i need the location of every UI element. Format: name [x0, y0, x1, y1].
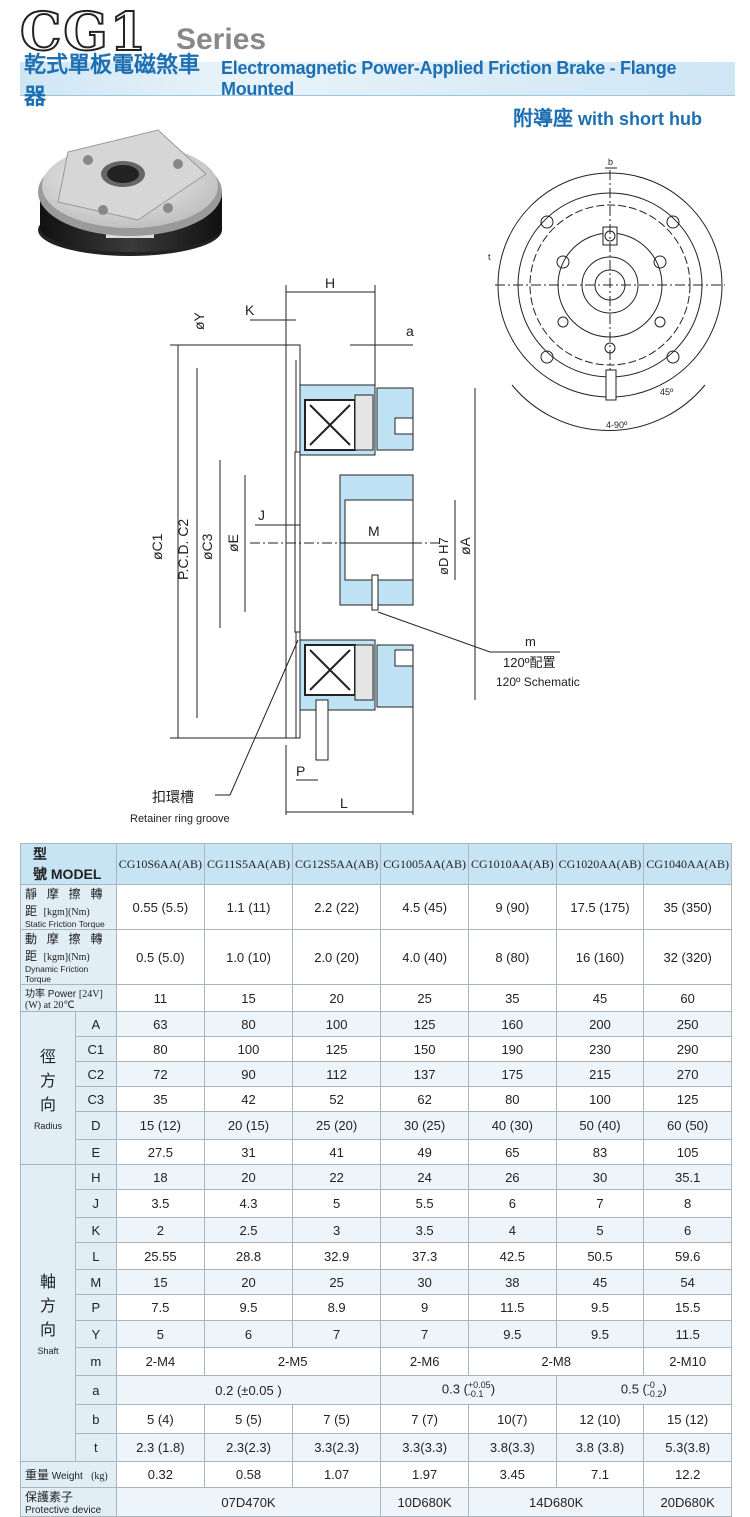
svg-text:øD H7: øD H7: [436, 537, 451, 575]
static-torque-label: 靜 摩 擦 轉 距 [kgm](Nm) Static Friction Torq…: [20, 884, 117, 930]
svg-text:a: a: [406, 323, 414, 339]
product-photo: [38, 129, 222, 256]
model-4: CG1005AA(AB): [380, 843, 469, 885]
dimension-drawing: H K a øC1 P.C.D. C2 øC3 øE J M øD H7 øA …: [130, 157, 725, 825]
title-en: Electromagnetic Power-Applied Friction B…: [221, 57, 677, 99]
row-b: b 5 (4)5 (5)7 (5)7 (7)10(7)12 (10)15 (12…: [21, 1404, 732, 1434]
svg-text:øC3: øC3: [199, 533, 215, 560]
model-1: CG10S6AA(AB): [115, 843, 206, 885]
model-row: 型 號 MODEL CG10S6AA(AB) CG11S5AA(AB) CG12…: [20, 843, 732, 885]
model-header: 型 號 MODEL: [20, 843, 117, 885]
protect-row: 保護素子 Protective device 07D470K 10D680K 1…: [20, 1487, 732, 1517]
row-t: t 2.3 (1.8)2.3(2.3)3.3(2.3)3.3(3.3)3.8(3…: [21, 1433, 732, 1462]
svg-text:t: t: [488, 252, 491, 262]
svg-text:øC1: øC1: [149, 533, 165, 560]
svg-text:P.C.D. C2: P.C.D. C2: [175, 519, 191, 580]
svg-text:4-90º: 4-90º: [606, 420, 628, 430]
dim-H-label: H: [325, 275, 335, 291]
svg-text:扣環槽: 扣環槽: [152, 789, 194, 805]
model-6: CG1020AA(AB): [555, 843, 645, 885]
row-D: D 15 (12)20 (15)25 (20)30 (25)40 (30)50 …: [21, 1111, 732, 1140]
model-5: CG1010AA(AB): [467, 843, 557, 885]
svg-text:120º配置: 120º配置: [503, 655, 555, 670]
svg-text:K: K: [245, 302, 255, 318]
dynamic-torque-row: 動 摩 擦 轉 距 [kgm](Nm) Dynamic Friction Tor…: [20, 929, 732, 985]
title-zh: 乾式單板電磁煞車器: [24, 52, 201, 110]
svg-text:45º: 45º: [660, 387, 674, 397]
static-torque-row: 靜 摩 擦 轉 距 [kgm](Nm) Static Friction Torq…: [20, 884, 732, 930]
series-word: Series: [175, 23, 267, 56]
row-m: m 2-M4 2-M5 2-M6 2-M8 2-M10: [21, 1347, 732, 1376]
series-header: CG1 Series: [19, 2, 267, 63]
svg-text:P: P: [296, 763, 305, 779]
power-label: 功率 Power [24V](W) at 20℃: [20, 984, 117, 1012]
hub-subtitle: 附導座 with short hub: [513, 102, 702, 131]
svg-text:L: L: [340, 795, 348, 811]
svg-text:øE: øE: [225, 534, 241, 552]
svg-text:M: M: [368, 523, 380, 539]
protect-label: 保護素子 Protective device: [20, 1487, 117, 1517]
series-code: CG1: [19, 2, 148, 63]
model-2: CG11S5AA(AB): [204, 843, 293, 885]
model-7: CG1040AA(AB): [643, 843, 732, 885]
svg-text:m: m: [525, 634, 536, 649]
hub-zh: 附導座: [513, 106, 573, 130]
svg-text:Retainer ring groove: Retainer ring groove: [130, 813, 230, 825]
svg-text:120º Schematic: 120º Schematic: [496, 675, 580, 689]
row-a: a 0.2 (±0.05 ) 0.3 (+0.05-0.1) 0.5 (-0-0…: [21, 1375, 733, 1405]
hub-en: with short hub: [578, 109, 702, 129]
svg-text:J: J: [258, 507, 265, 523]
title-bar: 乾式單板電磁煞車器 Electromagnetic Power-Applied …: [20, 53, 735, 110]
radius-group-label: 徑方向 Radius: [20, 1011, 76, 1165]
model-3: CG12S5AA(AB): [291, 843, 382, 885]
shaft-group-label: 軸方向 Shaft: [20, 1164, 76, 1462]
dynamic-torque-label: 動 摩 擦 轉 距 [kgm](Nm) Dynamic Friction Tor…: [20, 929, 117, 985]
svg-text:b: b: [608, 157, 613, 167]
svg-text:øA: øA: [457, 536, 473, 555]
svg-text:øY: øY: [191, 311, 207, 330]
weight-label: 重量 Weight (kg): [20, 1461, 117, 1488]
spec-table: 型 號 MODEL CG10S6AA(AB) CG11S5AA(AB) CG12…: [20, 843, 733, 1517]
